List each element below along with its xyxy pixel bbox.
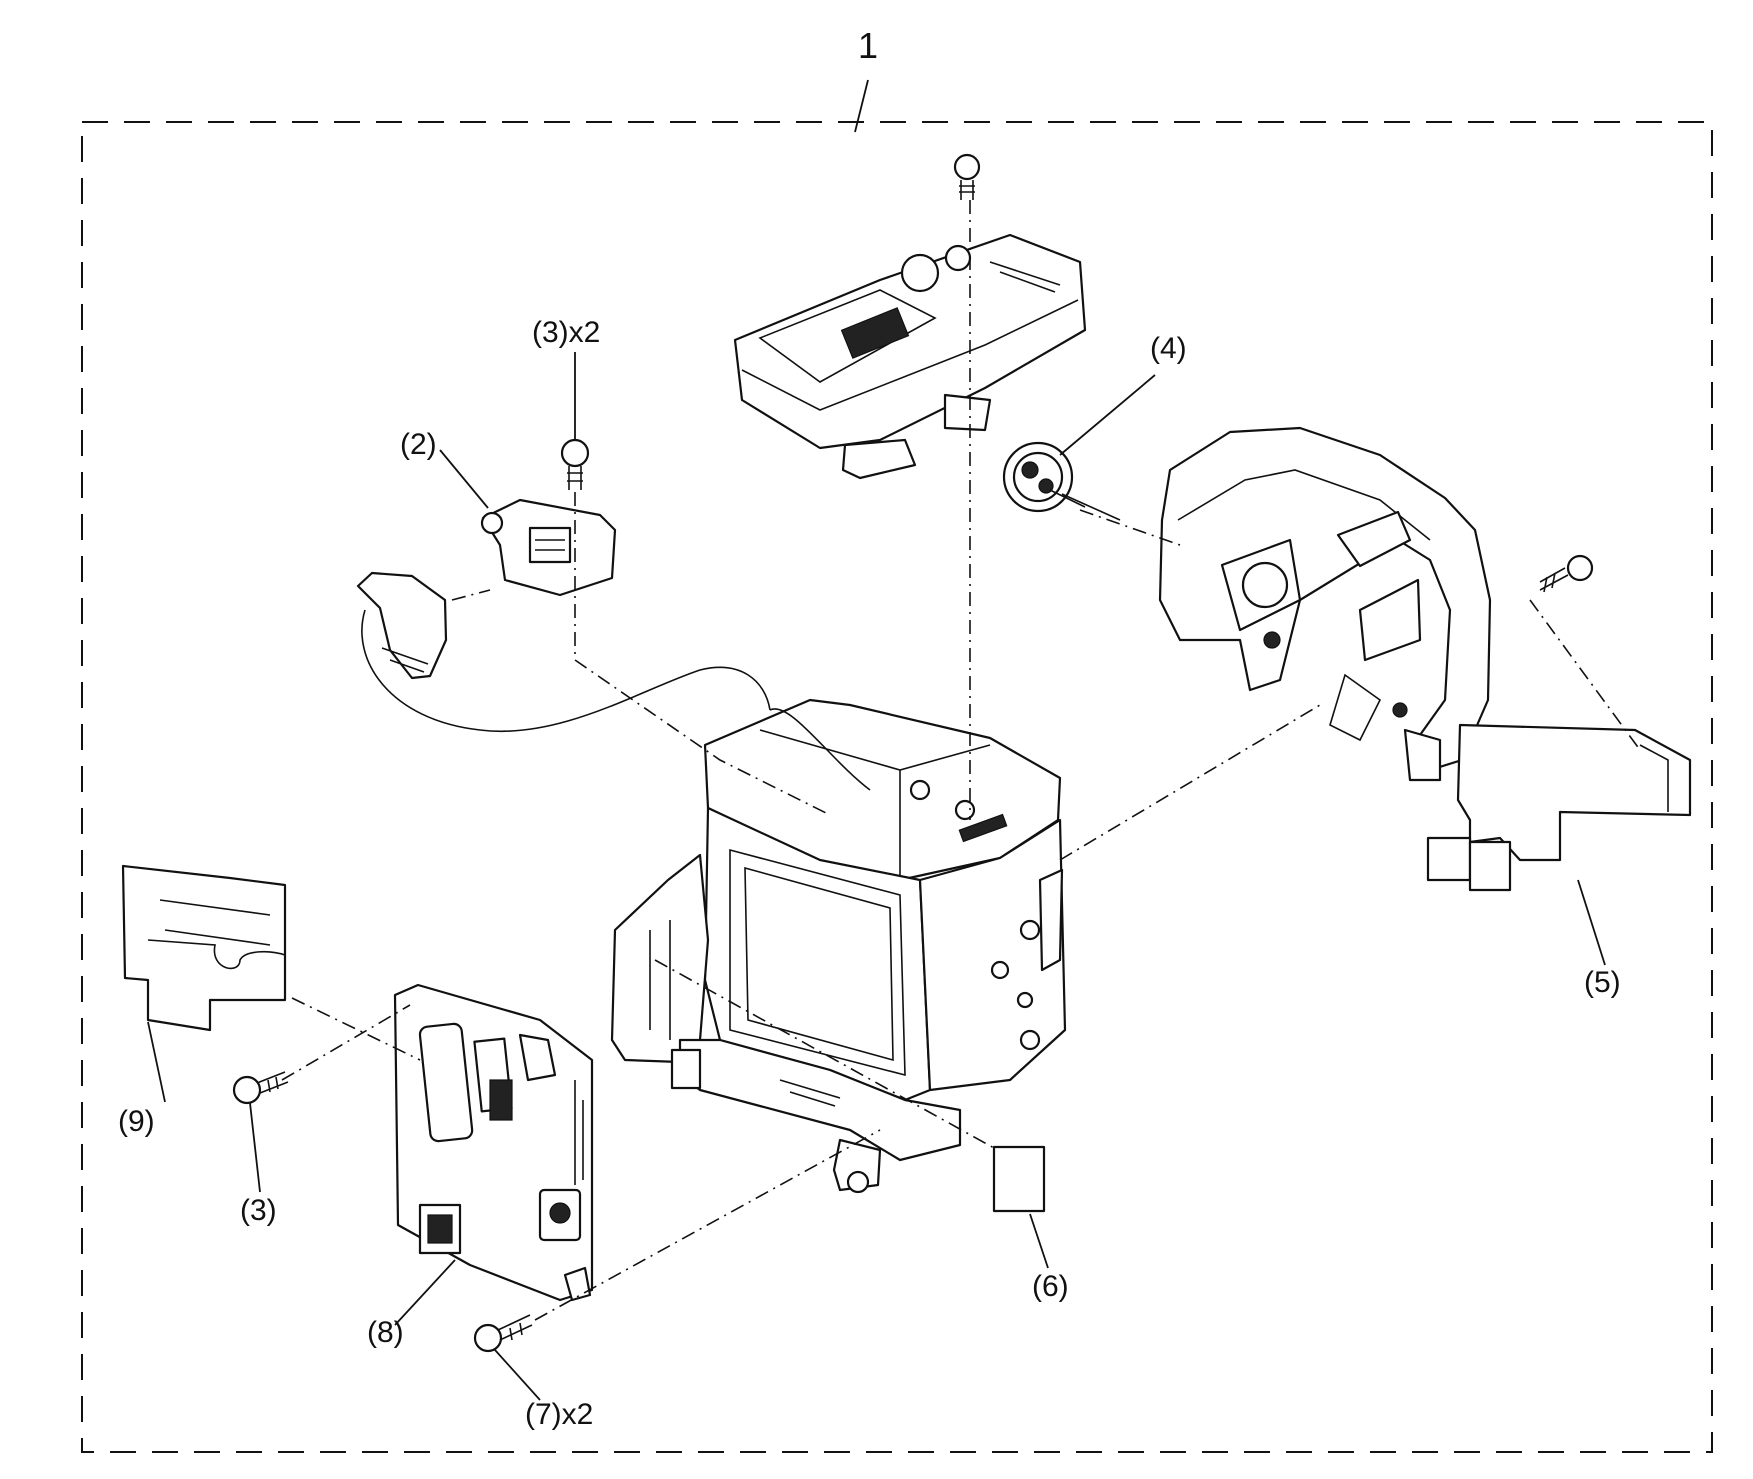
part-9-sheet	[121, 864, 287, 1032]
top-control-unit	[733, 233, 1087, 480]
callout-3-left: (3)	[240, 1194, 277, 1227]
part-3-screw-left	[232, 1071, 289, 1105]
callout-8: (8)	[367, 1316, 404, 1349]
callout-6: (6)	[1032, 1270, 1069, 1303]
part-5-bracket	[1426, 723, 1692, 892]
callout-9: (9)	[118, 1105, 155, 1138]
assembly-boundary-frame	[81, 121, 1713, 1453]
callout-2: (2)	[400, 428, 437, 461]
part-5-right-housing	[1158, 426, 1492, 782]
part-4-dial-knob	[1002, 441, 1121, 521]
part-2-bracket	[480, 498, 617, 597]
assembly-center-lines	[281, 200, 1641, 1321]
main-chassis	[610, 698, 1067, 1194]
flex-cable	[356, 571, 771, 732]
part-3-screw-top	[560, 438, 590, 490]
callout-4: (4)	[1150, 332, 1187, 365]
callout-leaders	[147, 352, 1606, 1401]
top-screw	[953, 153, 981, 200]
part-7-screw	[473, 1314, 533, 1353]
callout-3x2-top: (3)x2	[532, 316, 601, 349]
assembly-number-label: 1	[858, 25, 879, 66]
part-6-pad	[992, 1145, 1046, 1213]
leader-assembly-1	[854, 79, 869, 133]
right-screw	[1539, 554, 1594, 593]
part-8-circuit-board	[393, 983, 594, 1302]
callout-5: (5)	[1584, 966, 1621, 999]
callout-7x2: (7)x2	[525, 1398, 594, 1431]
